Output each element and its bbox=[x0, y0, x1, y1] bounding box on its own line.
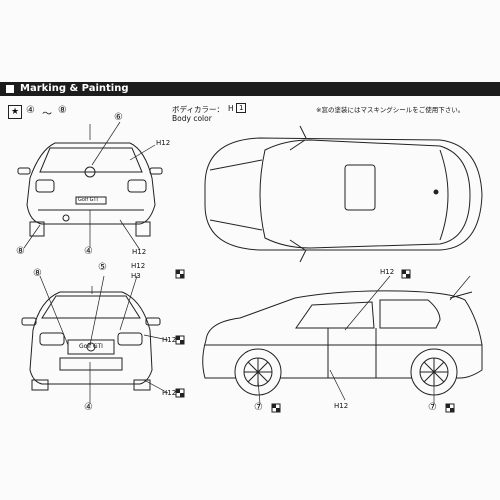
rear-view-car bbox=[17, 142, 163, 237]
body-color-label-en: Body color bbox=[172, 114, 212, 123]
side-view-car bbox=[202, 290, 483, 396]
callout-8-rear: ⑧ bbox=[16, 246, 25, 257]
top-view-car bbox=[204, 125, 483, 263]
header-square-icon bbox=[6, 85, 14, 93]
callout-h3-front: H3 bbox=[131, 272, 141, 280]
decal-range-sep: ～ bbox=[42, 109, 52, 120]
section-title: Marking & Painting bbox=[20, 83, 129, 94]
decal-range-start: ④ bbox=[26, 105, 35, 116]
body-color-label-jp: ボディカラー： bbox=[172, 105, 224, 114]
star-icon: ★ bbox=[8, 105, 22, 119]
body-color-code-number: 1 bbox=[236, 103, 247, 113]
rear-plate-text: Golf GTI bbox=[78, 197, 98, 203]
section-header-bar bbox=[0, 82, 500, 96]
window-masking-note: ※窓の塗装にはマスキングシールをご使用下さい。 bbox=[316, 106, 465, 114]
callout-h12-front-side: H12 bbox=[162, 336, 177, 344]
callout-leader-lines bbox=[23, 121, 471, 405]
body-color-code: H bbox=[228, 104, 234, 113]
callout-h12-rear: H12 bbox=[156, 139, 171, 147]
callout-h12-rear-lower: H12 bbox=[132, 248, 147, 256]
callout-5-front: ⑤ bbox=[98, 262, 107, 273]
callout-4-front: ④ bbox=[84, 402, 93, 413]
callout-6-rear: ⑥ bbox=[114, 112, 123, 123]
decal-checker-icons bbox=[175, 269, 455, 413]
callout-8-front: ⑧ bbox=[33, 268, 42, 279]
front-view-car bbox=[21, 291, 161, 391]
callout-7-front-wheel: ⑦ bbox=[254, 402, 263, 413]
front-plate-text: Golf GTI bbox=[79, 343, 103, 350]
callout-7-rear-wheel: ⑦ bbox=[428, 402, 437, 413]
callout-h12-side-bottom: H12 bbox=[334, 402, 349, 410]
callout-h12-side-top: H12 bbox=[380, 268, 395, 276]
callout-4-rear: ④ bbox=[84, 246, 93, 257]
callout-h12-front-bottom: H12 bbox=[162, 389, 177, 397]
callout-h12-front: H12 bbox=[131, 262, 146, 270]
decal-range-end: ⑧ bbox=[58, 105, 67, 116]
